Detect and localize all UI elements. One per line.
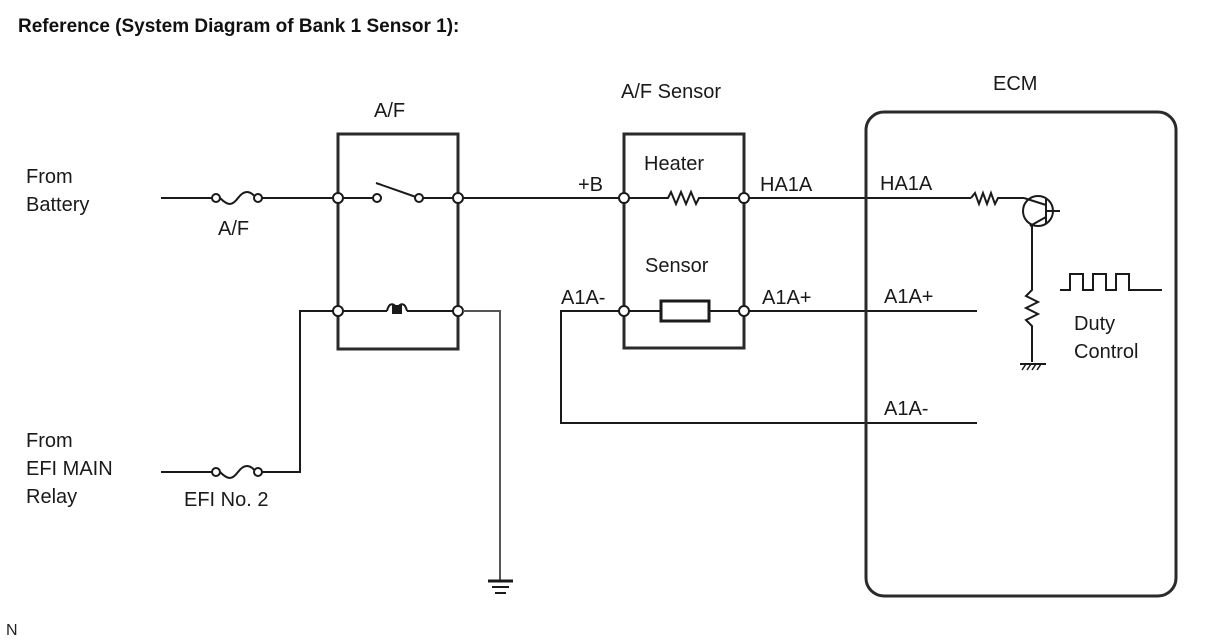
sensor-terminal xyxy=(738,192,750,204)
pin-a1a-minus-sensor: A1A- xyxy=(561,287,605,309)
svg-text:Duty: Duty xyxy=(1074,313,1115,335)
sensor-terminal xyxy=(738,305,750,317)
sensor-label: A/F Sensor xyxy=(621,81,721,103)
af-fuse-label: A/F xyxy=(218,218,249,240)
af-relay-box xyxy=(336,132,460,351)
footer-mark: N xyxy=(6,622,18,639)
ground-icon xyxy=(488,579,513,594)
battery-source-label: From Battery xyxy=(26,166,89,216)
efi-main-source-label: From EFI MAIN Relay xyxy=(26,430,113,508)
efi-no2-fuse-label: EFI No. 2 xyxy=(184,489,268,511)
chassis-ground-icon xyxy=(1020,363,1046,371)
relay-terminal xyxy=(452,305,464,317)
sensor-terminal xyxy=(618,192,630,204)
af-sensor-box xyxy=(622,132,746,350)
sensor-element-icon xyxy=(624,299,744,323)
pin-a1a-plus-sensor: A1A+ xyxy=(762,287,811,309)
svg-text:Battery: Battery xyxy=(26,194,89,216)
relay-terminal xyxy=(332,305,344,317)
svg-text:Relay: Relay xyxy=(26,486,77,508)
heater-resistor-icon xyxy=(624,189,744,207)
pin-a1a-minus-ecm: A1A- xyxy=(884,398,928,420)
heater-label: Heater xyxy=(644,153,704,175)
pin-ha1a-ecm: HA1A xyxy=(880,173,933,195)
transistor-icon xyxy=(1022,195,1060,227)
af-fuse-icon xyxy=(211,191,263,205)
relay-switch-icon xyxy=(338,182,458,203)
svg-text:EFI MAIN: EFI MAIN xyxy=(26,458,113,480)
relay-terminal xyxy=(332,192,344,204)
relay-label: A/F xyxy=(374,100,405,122)
ecm-label: ECM xyxy=(993,73,1037,95)
pin-a1a-plus-ecm: A1A+ xyxy=(884,286,933,308)
relay-terminal xyxy=(452,192,464,204)
svg-text:From: From xyxy=(26,430,73,452)
duty-control-label: Duty Control xyxy=(1074,313,1138,363)
efi-no2-fuse-icon xyxy=(211,465,263,479)
relay-coil-icon xyxy=(338,303,458,314)
duty-control-waveform-icon xyxy=(1060,273,1162,291)
sensor-terminal xyxy=(618,305,630,317)
sensor-element-label: Sensor xyxy=(645,255,709,277)
pin-plus-b: +B xyxy=(578,174,603,196)
svg-text:Control: Control xyxy=(1074,341,1138,363)
coil-ground-wire xyxy=(463,310,501,580)
svg-text:From: From xyxy=(26,166,73,188)
ecm-resistor-icon xyxy=(970,190,1024,207)
pulldown-resistor-icon xyxy=(1023,226,1041,362)
ecm-box xyxy=(864,110,1178,598)
efi-to-coil-wire xyxy=(262,310,333,473)
a1a-minus-wire xyxy=(560,310,977,424)
diagram-title: Reference (System Diagram of Bank 1 Sens… xyxy=(18,16,459,37)
pin-ha1a-sensor: HA1A xyxy=(760,174,813,196)
